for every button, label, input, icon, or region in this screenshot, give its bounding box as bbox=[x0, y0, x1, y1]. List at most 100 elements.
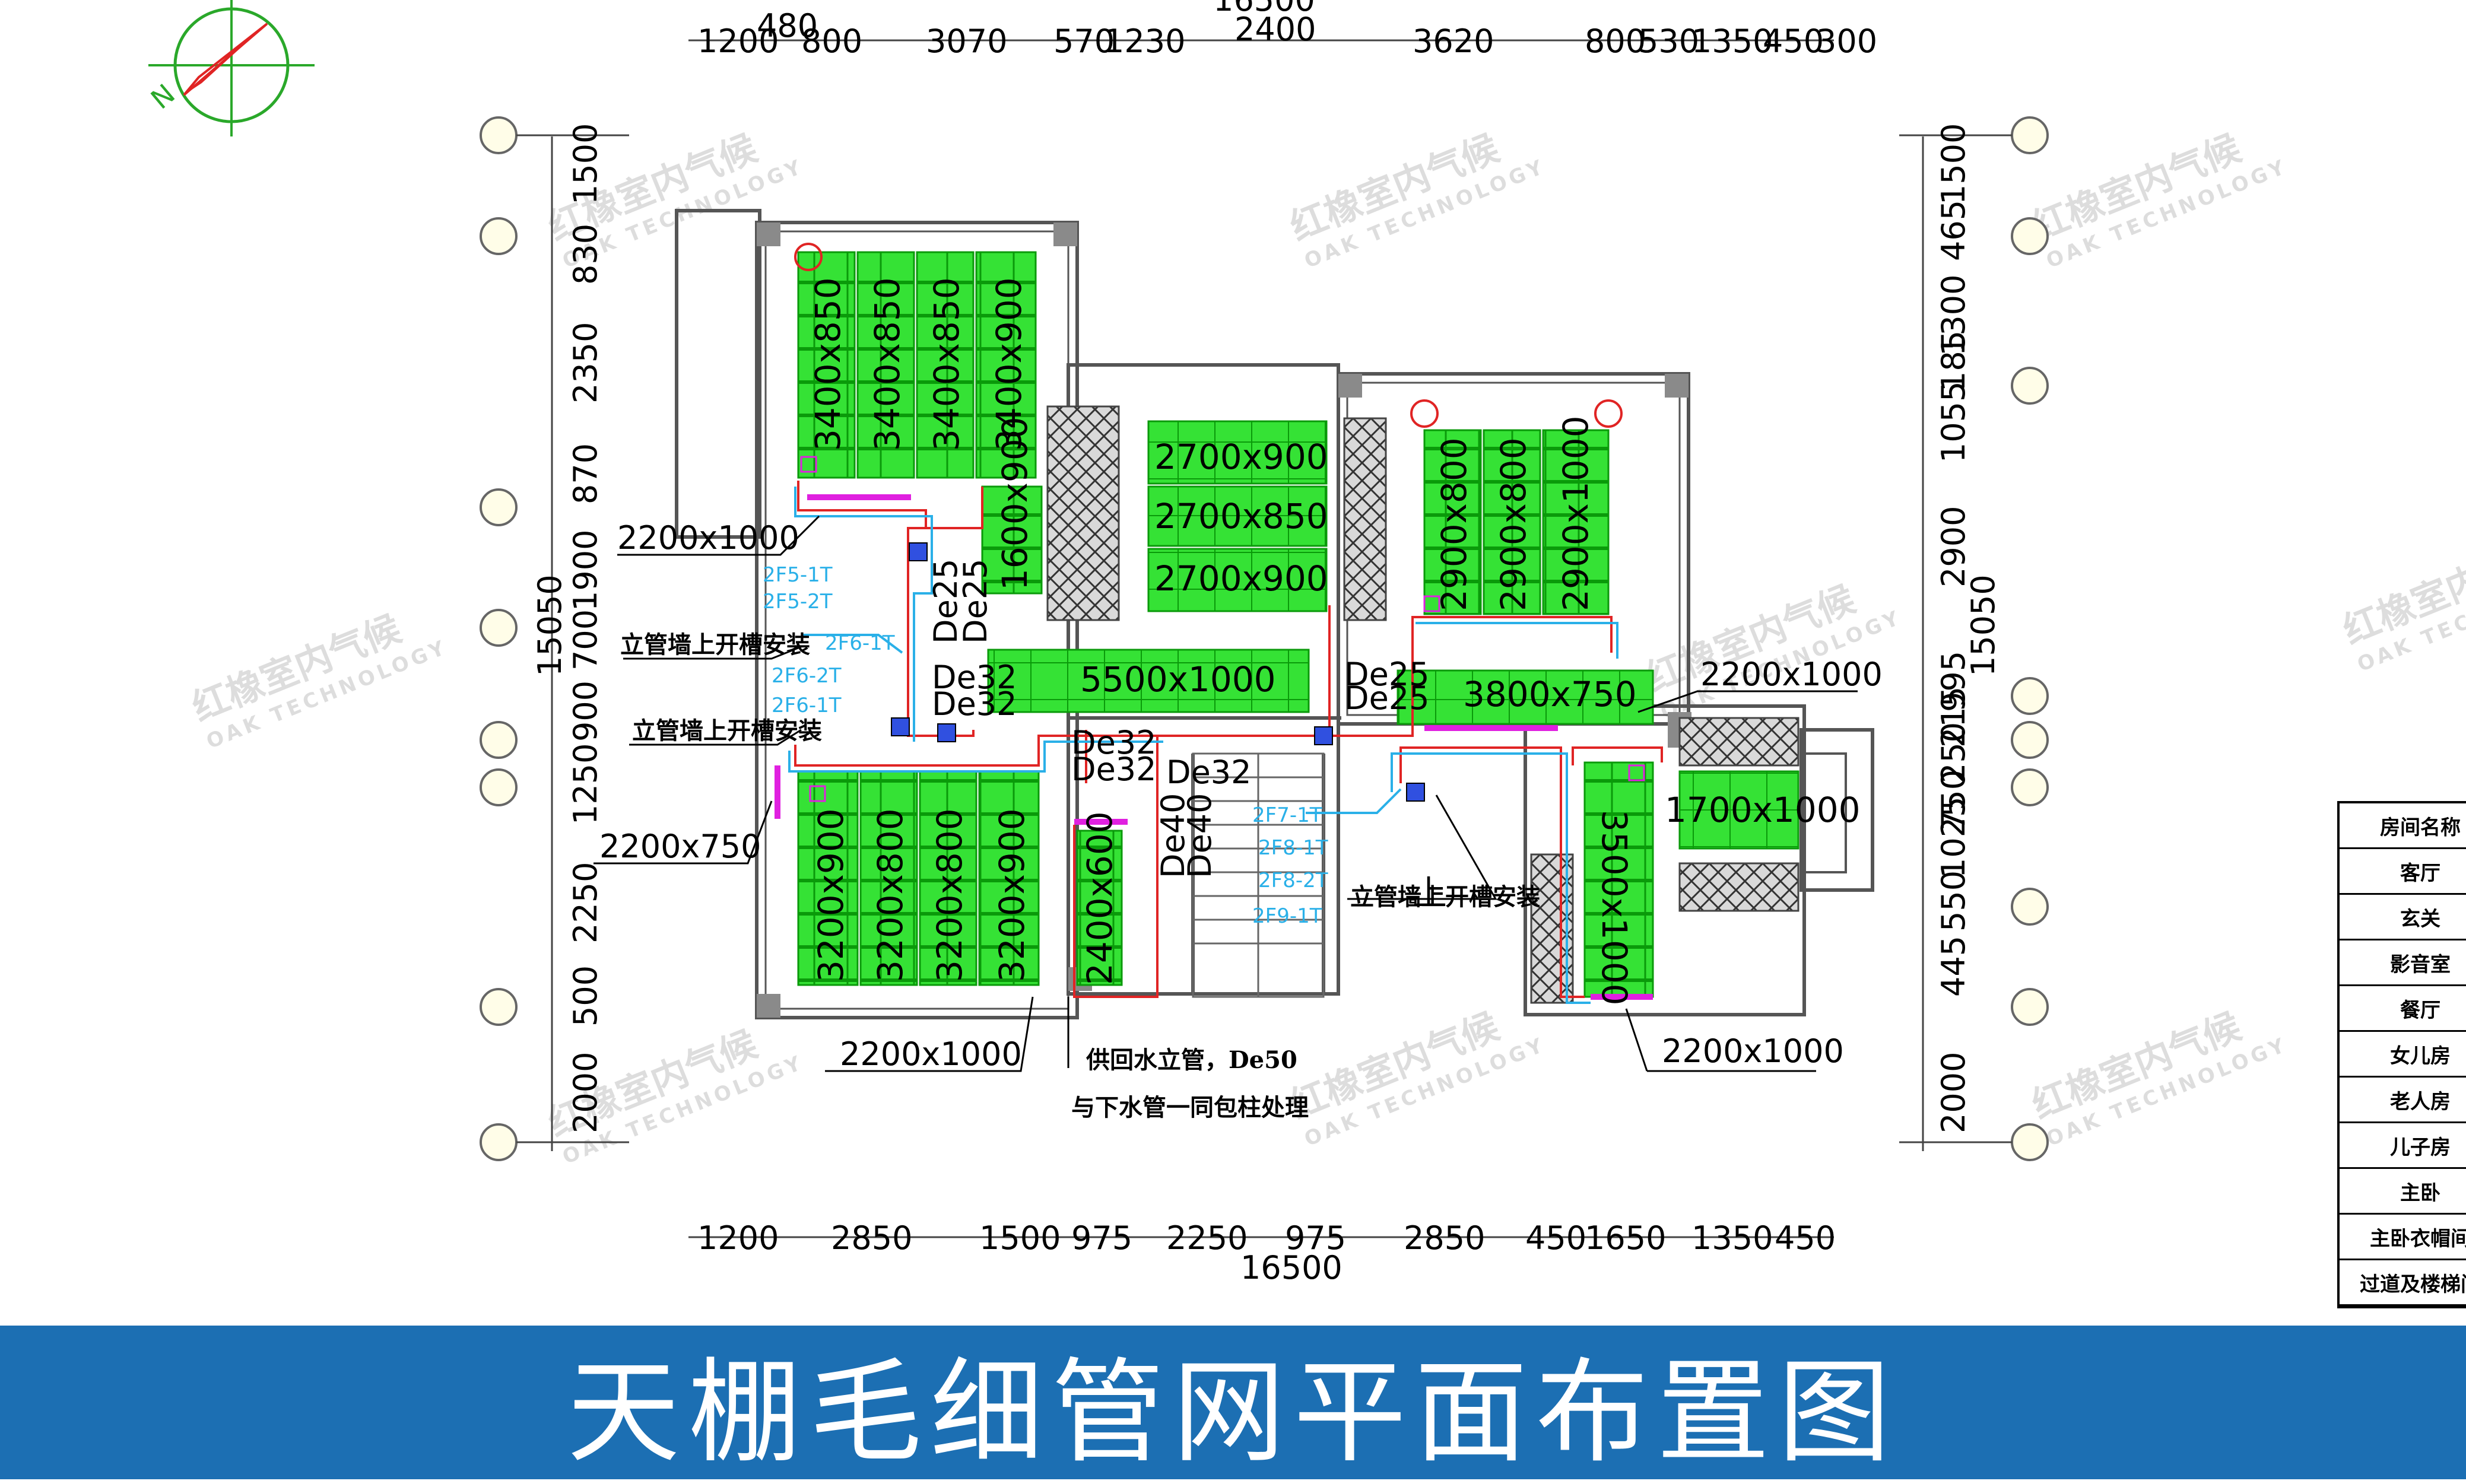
size-callouts: 2200x1000 2200x750 2200x1000 2200x1000 2… bbox=[599, 519, 1883, 1073]
dim-left: 1500 bbox=[567, 123, 604, 205]
dim-top: 530 bbox=[1638, 23, 1699, 60]
pipe-size: De25 bbox=[1344, 679, 1430, 717]
dim-right: 550 bbox=[1935, 870, 1972, 932]
dim-top: 450 bbox=[1763, 23, 1824, 60]
dim-left-total: 15050 bbox=[531, 574, 569, 676]
note-riser-slot: 立管墙上开槽安装 bbox=[1350, 883, 1540, 911]
dim-right-total: 15050 bbox=[1964, 574, 2002, 676]
callout-label: 2200x750 bbox=[599, 828, 761, 865]
callout-leaders bbox=[594, 515, 1858, 1072]
legend-row: 老人房 bbox=[2340, 1078, 2466, 1123]
dim-right: 445 bbox=[1935, 936, 1972, 997]
stair-direction-label: 上 bbox=[1413, 873, 1447, 913]
dim-bottom-total: 16500 bbox=[1240, 1249, 1343, 1286]
north-arrow-icon: N bbox=[145, 0, 315, 136]
pipe-size: De32 bbox=[1071, 724, 1157, 761]
legend-row: 客厅 bbox=[2340, 849, 2466, 895]
dim-left: 700 bbox=[567, 609, 604, 670]
dim-top: 800 bbox=[801, 23, 862, 60]
panel-label: 1700x1000 bbox=[1665, 790, 1861, 830]
panel-label: 3800x750 bbox=[1463, 674, 1637, 714]
panel-label: 2900x800 bbox=[1493, 437, 1534, 611]
installation-notes: 立管墙上开槽安装 立管墙上开槽安装 立管墙上开槽安装 供回水立管，De50 与下… bbox=[620, 631, 1540, 1121]
panel-2900x800 bbox=[1423, 429, 1482, 615]
panel-label: 3500x1000 bbox=[1594, 810, 1635, 1006]
capillary-panels bbox=[797, 251, 1799, 998]
panel-label: 2700x850 bbox=[1154, 496, 1328, 536]
legend-row: 过道及楼梯间 bbox=[2340, 1260, 2466, 1306]
legend-row: 主卧 bbox=[2340, 1169, 2466, 1215]
dim-bottom: 1500 bbox=[979, 1219, 1061, 1257]
dimensions-bottom: 1200 2850 1500 975 2250 975 2850 450 165… bbox=[697, 1219, 1836, 1286]
panel-2400x600 bbox=[1076, 830, 1123, 986]
dimensions-right: 1500 465 1300 185 1055 2900 995 215 250 … bbox=[1935, 123, 2002, 1133]
panel-label: 3400x850 bbox=[808, 277, 848, 451]
panel-3200x800 bbox=[919, 770, 977, 986]
dim-left: 2000 bbox=[567, 1052, 604, 1133]
dim-right: 2900 bbox=[1935, 506, 1972, 587]
note-column-wrap: 与下水管一同包柱处理 bbox=[1071, 1094, 1309, 1121]
dim-bottom: 975 bbox=[1285, 1219, 1346, 1257]
panel-3200x900 bbox=[797, 770, 859, 986]
dim-right: 1500 bbox=[1935, 123, 1972, 205]
panel-3400x850 bbox=[797, 251, 856, 479]
callout-label: 2200x1000 bbox=[840, 1035, 1022, 1073]
panel-3400x850 bbox=[856, 251, 915, 479]
dim-bottom: 1650 bbox=[1585, 1219, 1666, 1257]
loop-tag: 2F7-1T bbox=[1252, 803, 1322, 827]
panel-3400x850 bbox=[916, 251, 975, 479]
floor-plan-drawing: 红橡室内气候 OAK TECHNOLOGY 红橡室内气候 OAK TECHNOL… bbox=[145, 0, 2466, 1286]
dim-top: 800 bbox=[1585, 23, 1646, 60]
loop-tag: 2F6-2T bbox=[772, 664, 842, 688]
dim-right: 465 bbox=[1935, 200, 1972, 261]
panel-1600x900 bbox=[981, 485, 1043, 595]
legend-row: 女儿房 bbox=[2340, 1032, 2466, 1078]
dim-bottom: 450 bbox=[1525, 1219, 1586, 1257]
pipe-size: De40 bbox=[1154, 793, 1192, 878]
dim-left: 830 bbox=[567, 224, 604, 285]
title-banner: 天棚毛细管网平面布置图 bbox=[0, 1326, 2466, 1479]
panel-label: 2700x900 bbox=[1154, 558, 1328, 599]
pipe-size: De25 bbox=[957, 558, 994, 644]
dim-top-total: 16500 bbox=[1213, 0, 1315, 18]
callout-label: 2200x1000 bbox=[617, 519, 799, 557]
loop-tag: 2F5-1T bbox=[763, 563, 833, 587]
dim-top: 1230 bbox=[1104, 23, 1185, 60]
dimensions-top: 16500 1200 480 800 3070 570 1230 2400 36… bbox=[697, 0, 1877, 60]
dim-bottom: 2250 bbox=[1166, 1219, 1248, 1257]
dim-right: 250 bbox=[1935, 722, 1972, 783]
dim-right: 2000 bbox=[1935, 1052, 1972, 1133]
dim-left: 2350 bbox=[567, 322, 604, 403]
callout-label: 2200x1000 bbox=[1662, 1032, 1844, 1070]
dim-bottom: 2850 bbox=[1404, 1219, 1485, 1257]
legend-row: 玄关 bbox=[2340, 895, 2466, 940]
panel-label: 3200x800 bbox=[870, 808, 910, 982]
panel-3500x1000 bbox=[1583, 761, 1654, 998]
panel-3400x900 bbox=[975, 251, 1037, 479]
note-riser-slot: 立管墙上开槽安装 bbox=[632, 717, 822, 745]
watermark-layer: 红橡室内气候 OAK TECHNOLOGY 红橡室内气候 OAK TECHNOL… bbox=[186, 126, 2466, 1170]
panel-3800x750 bbox=[1397, 669, 1654, 725]
loop-tag: 2F9-1T bbox=[1252, 904, 1322, 928]
air-diffusers bbox=[1046, 405, 1847, 1004]
dim-left: 870 bbox=[567, 443, 604, 504]
loop-tags: 2F5-1T 2F5-2T 2F6-1T 2F6-2T 2F6-1T 2F7-1… bbox=[763, 563, 1328, 928]
pipe-size: De32 bbox=[932, 685, 1017, 723]
loop-tag: 2F6-1T bbox=[772, 694, 842, 717]
note-riser-de50: 供回水立管，De50 bbox=[1086, 1046, 1297, 1074]
panel-2700x900 bbox=[1147, 420, 1328, 485]
riser-valves bbox=[794, 243, 1645, 802]
loop-tag: 2F8-2T bbox=[1258, 869, 1328, 892]
dim-right: 1055 bbox=[1935, 382, 1972, 463]
dim-bottom: 1350 bbox=[1691, 1219, 1773, 1257]
dim-top: 3070 bbox=[926, 23, 1007, 60]
dim-left: 1250 bbox=[567, 743, 604, 825]
pipe-headers bbox=[775, 494, 1653, 1000]
dim-left: 500 bbox=[567, 965, 604, 1027]
panel-label: 3400x850 bbox=[926, 277, 967, 451]
panel-2700x900 bbox=[1147, 548, 1328, 612]
legend-row: 餐厅 bbox=[2340, 986, 2466, 1032]
dim-right: 750 bbox=[1935, 770, 1972, 831]
panel-2900x1000 bbox=[1542, 429, 1610, 615]
dim-right: 185 bbox=[1935, 331, 1972, 392]
